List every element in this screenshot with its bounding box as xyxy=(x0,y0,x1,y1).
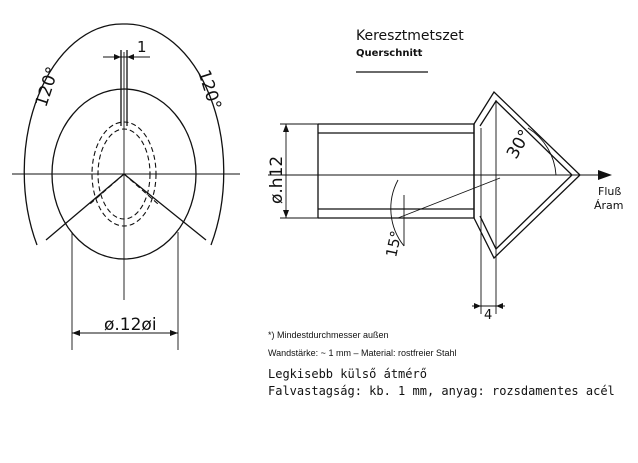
flow-label-german: Fluß xyxy=(598,185,621,198)
flow-label-hungarian: Áram xyxy=(594,199,624,212)
title-german: Querschnitt xyxy=(356,48,423,59)
outer-arc-left xyxy=(23,23,125,246)
angle-label-right: 120° xyxy=(193,67,225,112)
flow-arrow-head xyxy=(598,170,612,180)
inner-dim-label: 4 xyxy=(484,308,492,323)
wall-dim-arrow-l xyxy=(114,54,121,60)
bottom-dim-arrow-right xyxy=(170,330,178,336)
title-hungarian: Keresztmetszet xyxy=(356,28,464,44)
inner-dim-arrow-l xyxy=(474,303,481,309)
tip-angle-label: 30° xyxy=(503,126,535,162)
note-german-1: *) Mindestdurchmesser außen xyxy=(268,330,389,340)
front-view xyxy=(12,23,240,350)
angle-15-arc xyxy=(390,179,405,247)
bottom-dim-label: ø.12øi xyxy=(104,315,157,335)
side-view xyxy=(268,90,612,314)
angle-label-left: 120° xyxy=(32,64,64,109)
side-angle-label: 15° xyxy=(382,229,405,259)
vert-dim-arrow-top xyxy=(283,124,289,132)
inner-dim-arrow-r xyxy=(496,303,503,309)
note-hungarian-2: Falvastagság: kb. 1 mm, anyag: rozsdamen… xyxy=(268,384,615,398)
note-german-2: Wandstärke: ~ 1 mm – Material: rostfreie… xyxy=(268,348,456,358)
angle-30-arc xyxy=(527,127,557,176)
radial-line-right xyxy=(123,173,207,241)
vert-dim-arrow-bottom xyxy=(283,210,289,218)
angle-15-line xyxy=(397,177,501,219)
outer-arc-right xyxy=(123,23,225,246)
vert-dim-label: ø.h12 xyxy=(267,156,287,204)
bottom-dim-arrow-left xyxy=(72,330,80,336)
wall-dim-label: 1 xyxy=(137,38,147,56)
wall-dim-arrow-r xyxy=(127,54,134,60)
note-hungarian-1: Legkisebb külső átmérő xyxy=(268,367,427,381)
